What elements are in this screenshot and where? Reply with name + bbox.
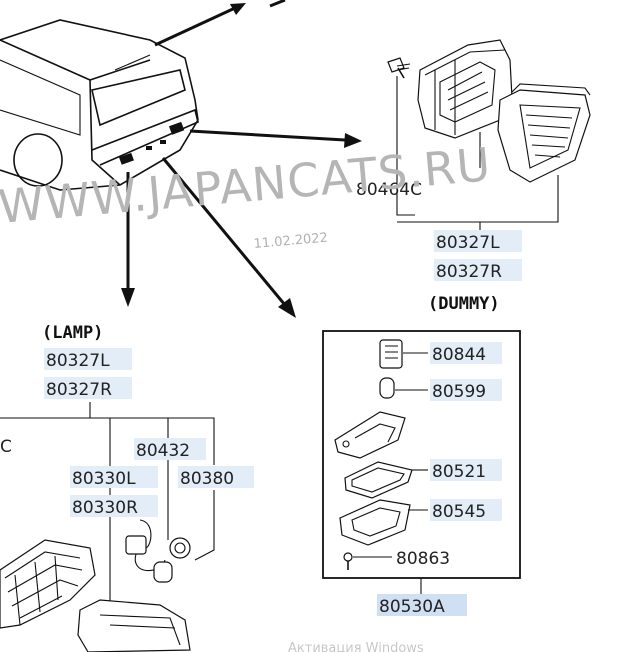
dummy-left-part-number[interactable]: 80327L (436, 233, 500, 253)
callout-arrows (121, 0, 362, 318)
license-part-number-5[interactable]: 80863 (396, 549, 450, 569)
lamp-lens-right-highlight (70, 495, 158, 517)
dummy-housing-illustration (387, 39, 591, 183)
top-cut-label: 80000 (418, 0, 472, 5)
lamp-lens-left-highlight (70, 466, 158, 488)
assembly-part-number[interactable]: 80530A (379, 597, 445, 617)
lamp-right-part-number[interactable]: 80327R (46, 380, 112, 400)
lamp-lens-left-part-number[interactable]: 80330L (72, 469, 136, 489)
license-part-number-3[interactable]: 80521 (432, 462, 486, 482)
date-stamp: 11.02.2022 (253, 231, 328, 252)
lamp-bulb-part-number[interactable]: 80380 (180, 469, 234, 489)
lamp-bulb-part-highlight (178, 466, 254, 488)
dummy-screw-part-number[interactable]: 80464C (356, 180, 422, 200)
lamp-left-part-number[interactable]: 80327L (46, 351, 110, 371)
lamp-right-part-highlight (44, 377, 132, 399)
lamp-left-part-highlight (44, 348, 132, 370)
watermark-text: WWW.JAPANCATS.RU (0, 137, 493, 234)
dummy-leader-lines (396, 76, 559, 232)
lamp-socket-bulb-illustration (125, 519, 191, 583)
license-part-number-1[interactable]: 80844 (432, 345, 486, 365)
license-lamp-illustration (334, 339, 428, 570)
lamp-group-title: (LAMP) (42, 323, 103, 343)
license-lamp-part-list: 80844 80599 80521 80545 80863 (396, 342, 502, 569)
assembly-part-highlight (377, 594, 467, 616)
license-part-number-2[interactable]: 80599 (432, 382, 486, 402)
vehicle-rear-illustration (0, 19, 199, 191)
lamp-socket-part-number[interactable]: 80432 (136, 441, 190, 461)
dummy-left-part-highlight (434, 230, 522, 252)
lamp-housing-illustration (0, 539, 191, 652)
lamp-socket-part-highlight (134, 438, 206, 460)
license-part-number-4[interactable]: 80545 (432, 502, 486, 522)
lamp-edge-cut-label: C (0, 437, 12, 457)
dummy-group-title: (DUMMY) (428, 294, 500, 314)
dummy-right-part-highlight (434, 259, 522, 281)
lamp-lens-right-part-number[interactable]: 80330R (72, 498, 138, 518)
dummy-right-part-number[interactable]: 80327R (436, 262, 502, 282)
license-lamp-box (322, 330, 521, 596)
windows-activation-overlay: Активация Windows (288, 641, 424, 652)
